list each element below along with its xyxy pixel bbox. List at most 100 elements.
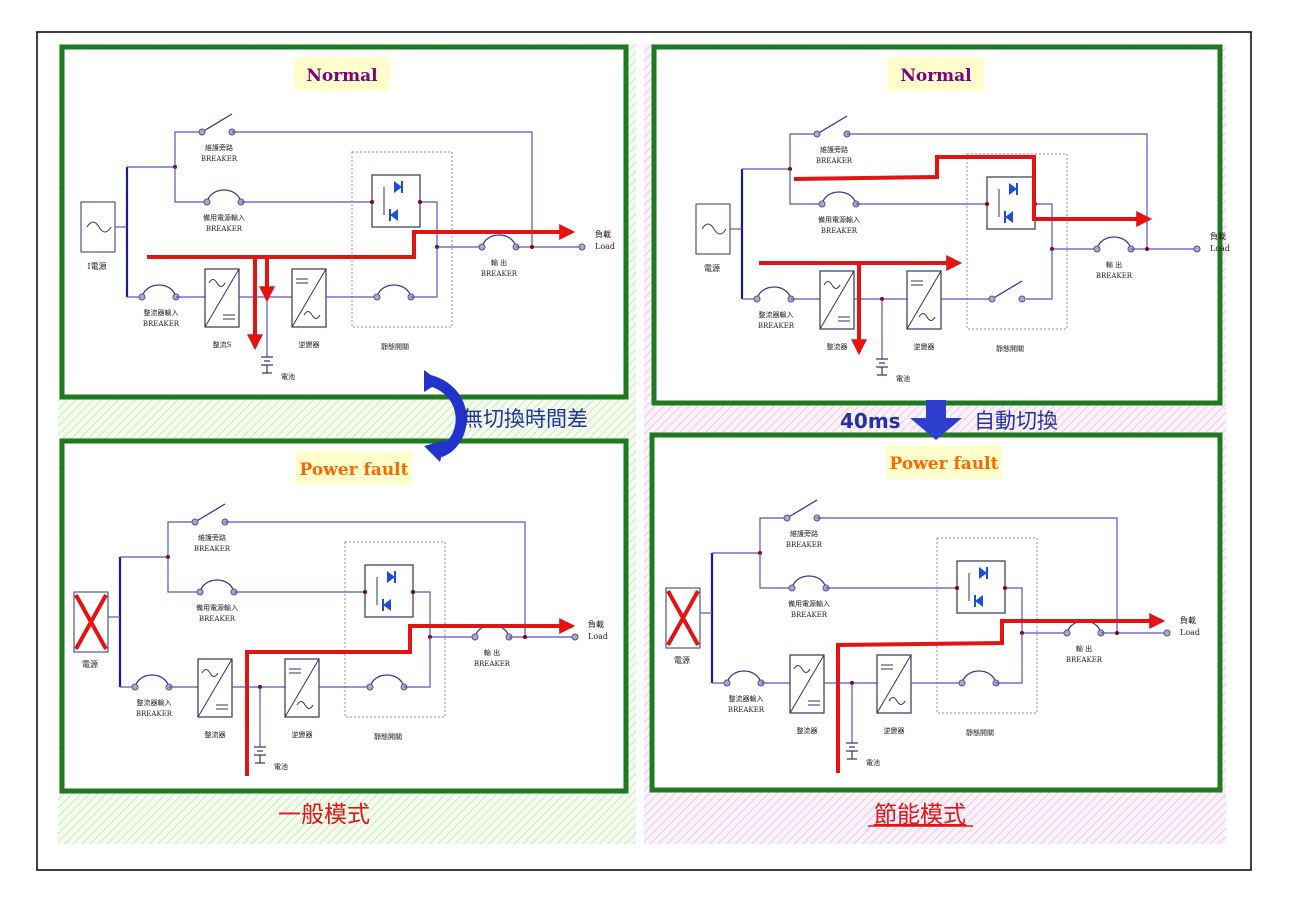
maint-breaker-label: BREAKER: [194, 545, 231, 553]
panel-title: Power fault: [300, 460, 409, 480]
static-switch-label: 靜態開關: [381, 342, 409, 351]
static-switch-inverter-side-terminal: [958, 679, 966, 687]
inverter-box-ac-symbol: [888, 697, 906, 705]
static-switch-label: 靜態開關: [374, 732, 402, 741]
wire: [712, 517, 787, 554]
power-source-box: [80, 201, 116, 253]
power-flow-battery-discharge: [245, 618, 576, 776]
wire: [413, 591, 431, 637]
output-breaker: [481, 234, 517, 248]
junction-node: [955, 586, 959, 590]
backup-input-breaker-terminal: [203, 198, 211, 206]
wire: [174, 167, 207, 203]
inverter-label: 逆變器: [299, 340, 320, 349]
battery-label: 電池: [281, 372, 295, 381]
backup-input-breaker: [791, 575, 827, 589]
output-label: 輸 出: [484, 648, 500, 657]
static-switch-inverter-side-terminal: [373, 293, 381, 301]
maint-breaker-label: BREAKER: [816, 157, 853, 165]
rectifier-breaker-label: BREAKER: [728, 706, 765, 714]
output-breaker-terminal: [1093, 245, 1101, 253]
source-label: 電源: [82, 660, 98, 669]
wire: [759, 553, 792, 589]
junction-node: [363, 590, 367, 594]
load-terminal: [1163, 629, 1171, 637]
load-label-en: Load: [588, 632, 608, 641]
curved-transition-arrow: [424, 370, 467, 462]
backup-breaker-label: BREAKER: [199, 615, 236, 623]
wire: [817, 517, 1118, 633]
wire: [1035, 203, 1053, 249]
general-mode-caption: 一般模式: [278, 802, 370, 828]
backup-breaker-label: BREAKER: [206, 225, 243, 233]
power-flow-bypass: [793, 155, 1153, 227]
junction-node: [530, 245, 534, 249]
thyristor-upper: [387, 571, 395, 583]
junction-node: [370, 200, 374, 204]
title-badge: [888, 57, 984, 91]
rectifier-box-ac-symbol: [201, 669, 219, 677]
maint-bypass-label: 維護旁路: [198, 533, 226, 542]
output-breaker-label: BREAKER: [1066, 656, 1103, 664]
inverter-label: 逆變器: [914, 342, 935, 351]
rectifier-input-label: 整流器輸入: [137, 698, 172, 707]
maint-bypass-label: 維護旁路: [205, 143, 233, 152]
thyristor-upper: [1009, 183, 1017, 195]
backup-input-breaker: [199, 579, 235, 593]
backup-input-label: 備用電源輸入: [818, 215, 860, 224]
source-label: 電源: [674, 656, 690, 665]
down-transition-arrow: [910, 400, 962, 440]
panel-title: Normal: [900, 66, 972, 86]
title-badge: [296, 451, 412, 485]
rectifier-label: 整流器: [797, 726, 818, 735]
backup-input-breaker: [206, 189, 242, 203]
rectifier-box-ac-symbol: [823, 281, 841, 289]
battery-label: 電池: [896, 374, 910, 383]
static-switch-inverter-side-terminal: [1018, 295, 1026, 303]
static-switch-inverter-side-terminal: [988, 295, 996, 303]
load-label-en: Load: [1210, 244, 1230, 253]
sine-symbol: [701, 223, 727, 235]
panel-title: Normal: [306, 66, 378, 86]
power-source-box: [695, 203, 731, 255]
eco-transition-label: 自動切換: [974, 409, 1058, 433]
wire: [167, 557, 200, 593]
static-switch-enclosure: [344, 541, 446, 718]
inverter-box-ac-symbol: [296, 701, 314, 709]
wire: [1026, 249, 1053, 300]
wire: [404, 637, 431, 688]
title-badge: [294, 57, 390, 91]
static-switch-label: 靜態開關: [966, 728, 994, 737]
rectifier-input-label: 整流器輸入: [144, 308, 179, 317]
maintenance-bypass-switch: [194, 503, 226, 523]
backup-input-breaker-terminal: [818, 200, 826, 208]
static-switch-enclosure: [966, 153, 1068, 330]
load-label-en: Load: [595, 242, 615, 251]
panel-frame: [651, 44, 1223, 406]
backup-input-label: 備用電源輸入: [203, 213, 245, 222]
rectifier-label: 整流器: [827, 342, 848, 351]
backup-input-breaker-terminal: [788, 584, 796, 592]
panel-frame: [59, 44, 629, 400]
static-switch-inverter-side: [376, 284, 412, 298]
thyristor-lower: [390, 209, 398, 221]
static-switch-inverter-side: [961, 670, 997, 684]
load-label-cn: 負載: [1180, 615, 1196, 625]
rectifier-box-ac-symbol: [793, 665, 811, 673]
output-label: 輸 出: [1106, 260, 1122, 269]
output-label: 輸 出: [491, 258, 507, 267]
rectifier-input-breaker: [141, 284, 177, 298]
rectifier-breaker-label: BREAKER: [758, 322, 795, 330]
rectifier-input-label: 整流器輸入: [759, 310, 794, 319]
maintenance-bypass-switch-terminal: [813, 130, 821, 138]
output-breaker-label: BREAKER: [1096, 272, 1133, 280]
panel-frame: [59, 438, 629, 794]
rectifier-input-breaker: [756, 286, 792, 300]
maintenance-bypass-switch-terminal: [191, 518, 199, 526]
rectifier-box-diagonal: [819, 270, 855, 330]
rectifier-box-ac-symbol: [208, 279, 226, 287]
